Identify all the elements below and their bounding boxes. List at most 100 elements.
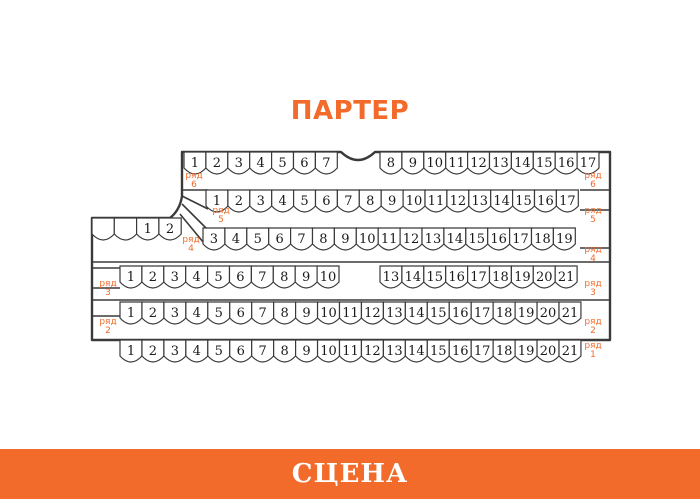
seat[interactable]: 17 — [470, 339, 494, 363]
seat[interactable]: 4 — [185, 265, 209, 289]
seat[interactable]: 2 — [158, 217, 182, 241]
seat[interactable]: 3 — [249, 189, 273, 213]
seat[interactable]: 6 — [229, 301, 253, 325]
seat[interactable]: 16 — [487, 227, 511, 251]
seat[interactable]: 8 — [273, 301, 297, 325]
seat[interactable]: 5 — [293, 189, 317, 213]
seat[interactable]: 12 — [360, 339, 384, 363]
seat[interactable]: 11 — [445, 151, 469, 175]
seat[interactable]: 19 — [514, 301, 538, 325]
seat[interactable]: 14 — [404, 301, 428, 325]
seat[interactable]: 5 — [246, 227, 270, 251]
seat[interactable]: 10 — [316, 339, 341, 363]
seat[interactable]: 6 — [314, 189, 338, 213]
seat[interactable]: 9 — [295, 301, 319, 325]
seat[interactable]: 2 — [141, 301, 165, 325]
seat[interactable] — [91, 217, 115, 241]
seat[interactable]: 20 — [532, 265, 556, 289]
seat[interactable]: 8 — [311, 227, 335, 251]
seat[interactable]: 6 — [228, 265, 252, 289]
seat[interactable]: 18 — [492, 301, 516, 325]
seat[interactable]: 11 — [338, 339, 363, 363]
seat[interactable]: 3 — [163, 301, 187, 325]
seat[interactable]: 10 — [316, 265, 340, 289]
seat[interactable]: 15 — [532, 151, 556, 175]
seat[interactable]: 9 — [401, 151, 425, 175]
seat[interactable]: 15 — [426, 301, 450, 325]
seat[interactable]: 13 — [382, 301, 406, 325]
seat[interactable]: 19 — [510, 265, 534, 289]
seat[interactable]: 9 — [295, 339, 319, 363]
seat[interactable]: 5 — [207, 265, 231, 289]
seat[interactable]: 15 — [512, 189, 536, 213]
seat[interactable]: 7 — [250, 265, 274, 289]
seat[interactable]: 13 — [379, 265, 403, 289]
seat[interactable]: 10 — [402, 189, 426, 213]
seat[interactable]: 20 — [536, 301, 560, 325]
seat[interactable]: 2 — [205, 151, 229, 175]
seat[interactable]: 14 — [401, 265, 425, 289]
seat[interactable]: 4 — [185, 339, 209, 363]
seat[interactable]: 14 — [404, 339, 428, 363]
seat[interactable]: 11 — [424, 189, 448, 213]
seat[interactable]: 3 — [163, 265, 187, 289]
seat[interactable]: 18 — [488, 265, 512, 289]
seat[interactable]: 4 — [271, 189, 295, 213]
seat[interactable]: 8 — [358, 189, 382, 213]
seat[interactable]: 9 — [294, 265, 318, 289]
seat[interactable]: 1 — [119, 265, 143, 289]
seat[interactable]: 4 — [224, 227, 248, 251]
seat[interactable]: 4 — [249, 151, 273, 175]
seat[interactable]: 19 — [514, 339, 538, 363]
seat[interactable]: 9 — [333, 227, 357, 251]
seat[interactable]: 7 — [290, 227, 314, 251]
seat[interactable]: 15 — [423, 265, 447, 289]
seat[interactable]: 1 — [119, 339, 143, 363]
seat[interactable]: 16 — [448, 339, 472, 363]
seat[interactable]: 17 — [576, 151, 600, 175]
seat[interactable]: 5 — [271, 151, 295, 175]
seat[interactable]: 7 — [251, 301, 275, 325]
seat[interactable]: 3 — [163, 339, 187, 363]
seat[interactable]: 7 — [314, 151, 338, 175]
seat[interactable]: 15 — [426, 339, 450, 363]
seat[interactable]: 7 — [251, 339, 275, 363]
seat[interactable]: 18 — [492, 339, 516, 363]
seat[interactable]: 17 — [509, 227, 533, 251]
seat[interactable]: 6 — [292, 151, 316, 175]
seat[interactable]: 10 — [316, 301, 341, 325]
seat[interactable]: 16 — [554, 151, 578, 175]
seat[interactable]: 16 — [445, 265, 469, 289]
seat[interactable]: 5 — [207, 339, 231, 363]
seat[interactable]: 1 — [119, 301, 143, 325]
seat[interactable]: 2 — [141, 339, 165, 363]
seat[interactable]: 6 — [229, 339, 253, 363]
seat[interactable]: 8 — [272, 265, 296, 289]
seat[interactable]: 6 — [268, 227, 292, 251]
seat[interactable]: 11 — [338, 301, 363, 325]
seat[interactable]: 21 — [558, 301, 582, 325]
seat[interactable]: 5 — [207, 301, 231, 325]
seat[interactable]: 12 — [446, 189, 470, 213]
seat[interactable]: 11 — [377, 227, 401, 251]
seat[interactable]: 8 — [273, 339, 297, 363]
seat[interactable]: 17 — [467, 265, 491, 289]
seat[interactable] — [113, 217, 138, 241]
seat[interactable]: 19 — [552, 227, 576, 251]
seat[interactable]: 10 — [423, 151, 447, 175]
seat[interactable]: 17 — [555, 189, 579, 213]
seat[interactable]: 4 — [185, 301, 209, 325]
seat[interactable]: 12 — [360, 301, 384, 325]
seat[interactable]: 15 — [465, 227, 489, 251]
seat[interactable]: 13 — [382, 339, 406, 363]
seat[interactable]: 16 — [533, 189, 557, 213]
seat[interactable]: 3 — [202, 227, 226, 251]
seat[interactable]: 14 — [443, 227, 467, 251]
seat[interactable]: 14 — [510, 151, 534, 175]
seat[interactable]: 9 — [380, 189, 404, 213]
seat[interactable]: 10 — [355, 227, 379, 251]
seat[interactable]: 13 — [421, 227, 445, 251]
seat[interactable]: 21 — [558, 339, 582, 363]
seat[interactable]: 8 — [379, 151, 403, 175]
seat[interactable]: 2 — [227, 189, 251, 213]
